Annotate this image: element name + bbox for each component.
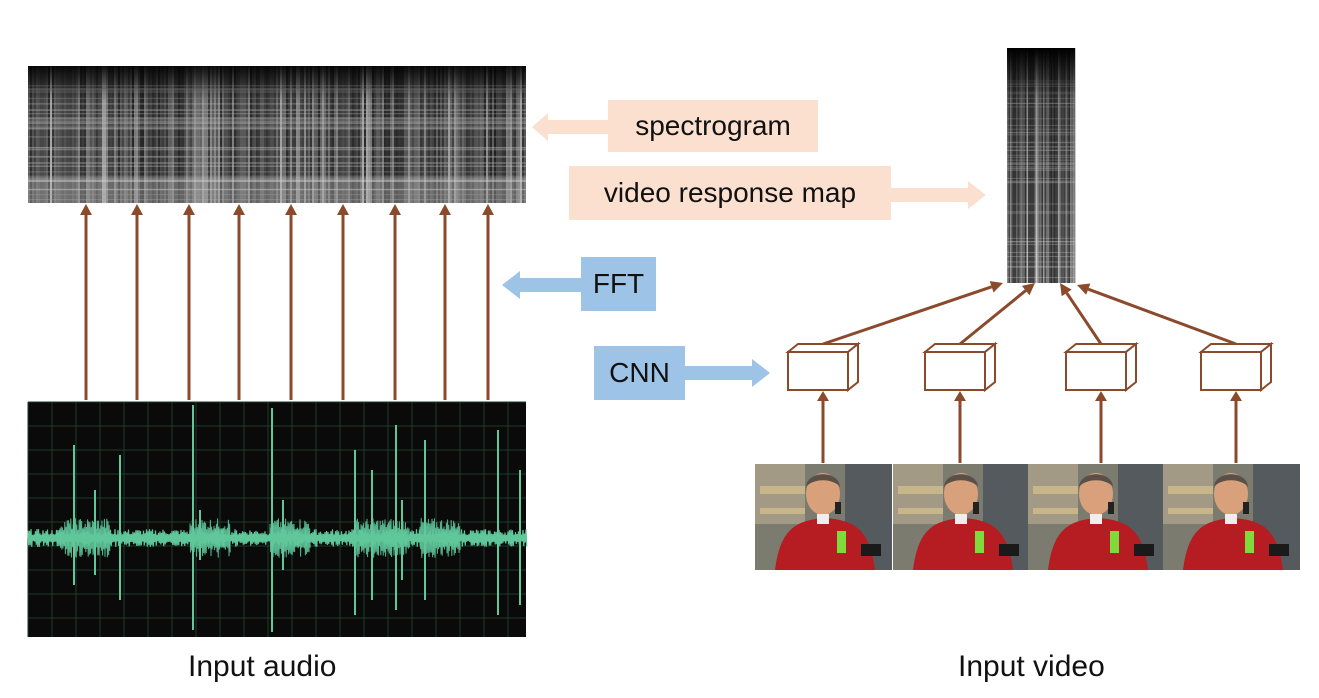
fft-arrow-head bbox=[285, 204, 297, 215]
video-response-map-arrow bbox=[888, 181, 986, 209]
cnn-blocks bbox=[785, 341, 1274, 393]
cnn-arrow bbox=[684, 359, 770, 387]
fft-arrow-head bbox=[389, 204, 401, 215]
spectrogram-image bbox=[28, 66, 526, 203]
cnn-block-icon bbox=[1198, 341, 1274, 393]
cnn-block-icon bbox=[922, 341, 998, 393]
fft-arrow-head bbox=[183, 204, 195, 215]
cnn-to-map-arrowhead bbox=[1060, 283, 1072, 297]
fft-arrows bbox=[80, 204, 494, 400]
input-audio-caption: Input audio bbox=[188, 650, 337, 683]
video-response-map-label: video response map bbox=[569, 166, 891, 220]
cnn-to-map-arrow bbox=[959, 289, 1027, 346]
cnn-to-map-arrowhead bbox=[1021, 283, 1035, 296]
cnn-to-map-arrowhead bbox=[989, 281, 1003, 293]
waveform-image bbox=[27, 401, 528, 637]
cnn-block-icon bbox=[785, 341, 861, 393]
cnn-to-map-arrow bbox=[1065, 292, 1103, 345]
fft-arrow-head bbox=[131, 204, 143, 215]
spectrogram-label-text: spectrogram bbox=[635, 110, 791, 141]
cnn-to-map-arrow bbox=[1087, 287, 1237, 346]
fft-arrow bbox=[502, 271, 584, 299]
video-response-map-image bbox=[1007, 48, 1076, 283]
fft-label-text: FFT bbox=[592, 268, 645, 299]
cnn-label-text: CNN bbox=[609, 357, 670, 388]
input-video-caption: Input video bbox=[958, 650, 1105, 683]
cnn-to-map-arrowhead bbox=[1077, 283, 1091, 295]
fft-arrow-head bbox=[439, 204, 451, 215]
cnn-label: CNN bbox=[594, 346, 685, 400]
frame-to-cnn-arrowhead bbox=[1230, 391, 1242, 401]
spectrogram-arrow bbox=[532, 113, 612, 141]
spectrogram-label: spectrogram bbox=[608, 100, 818, 152]
video-frames bbox=[755, 464, 1300, 570]
video-frame-image bbox=[893, 464, 1030, 570]
frame-to-cnn-arrowhead bbox=[954, 391, 966, 401]
fft-label: FFT bbox=[581, 257, 656, 311]
video-frame-image bbox=[755, 464, 892, 570]
video-frame-image bbox=[1163, 464, 1300, 570]
fft-arrow-head bbox=[482, 204, 494, 215]
fft-arrow-head bbox=[337, 204, 349, 215]
frame-to-cnn-arrowhead bbox=[1095, 391, 1107, 401]
video-frame-image bbox=[1028, 464, 1165, 570]
fft-arrow-head bbox=[233, 204, 245, 215]
cnn-block-icon bbox=[1063, 341, 1139, 393]
cnn-to-map-arrow bbox=[822, 285, 993, 346]
cnn-arrows bbox=[817, 281, 1242, 463]
video-response-map-label-text: video response map bbox=[603, 177, 857, 208]
fft-arrow-head bbox=[80, 204, 92, 215]
frame-to-cnn-arrowhead bbox=[817, 391, 829, 401]
